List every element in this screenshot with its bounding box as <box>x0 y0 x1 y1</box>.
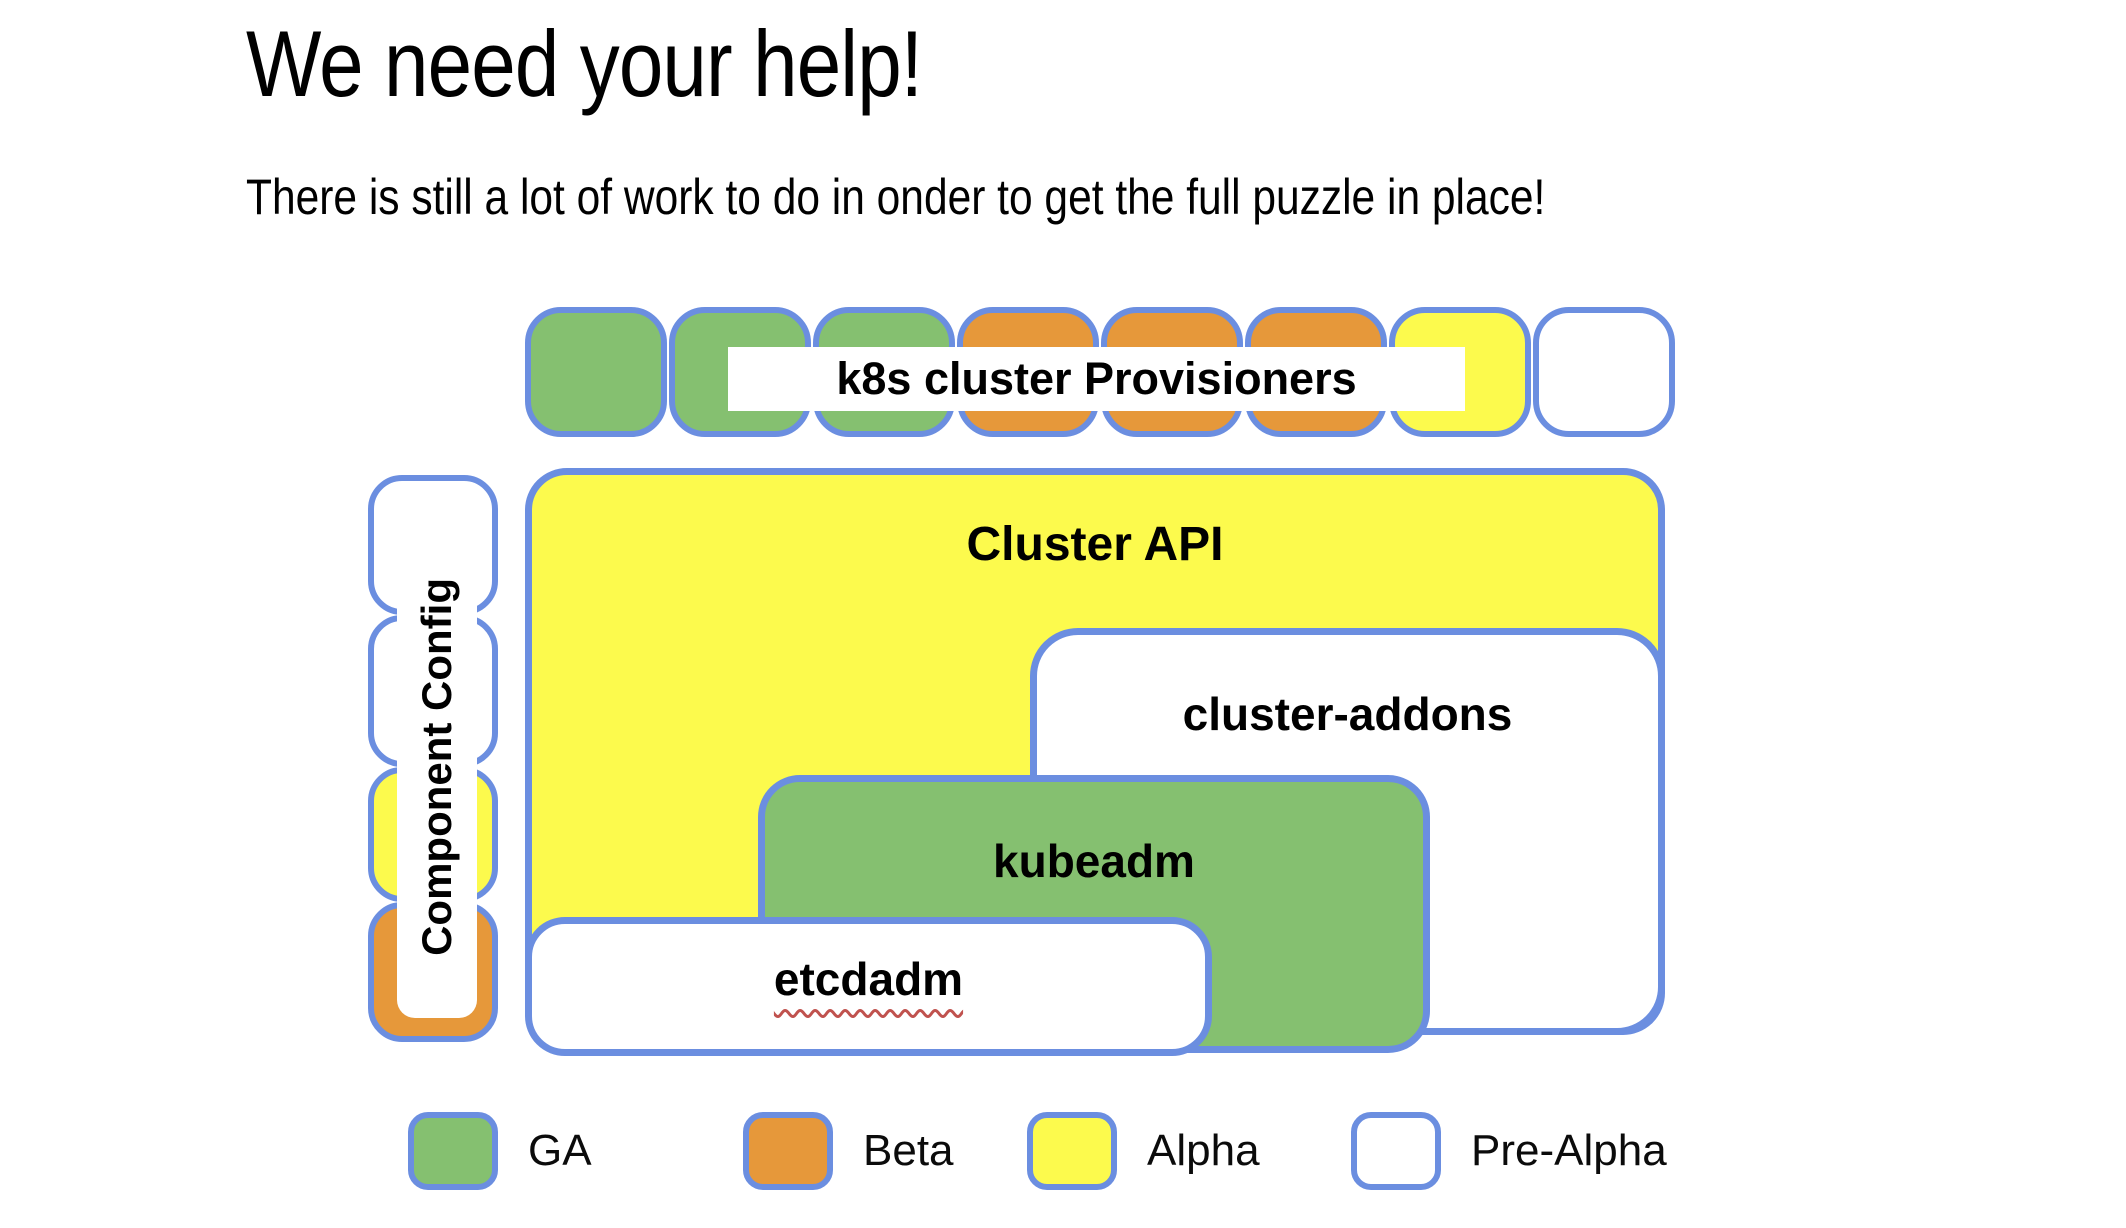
legend-swatch-alpha <box>1027 1112 1117 1190</box>
component-config-label-box: Component Config <box>397 515 477 1018</box>
legend-item-alpha: Alpha <box>1027 1112 1260 1190</box>
legend-item-beta: Beta <box>743 1112 954 1190</box>
legend-label: Alpha <box>1147 1126 1260 1175</box>
provisioners-label-bar: k8s cluster Provisioners <box>728 347 1465 411</box>
legend-swatch-beta <box>743 1112 833 1190</box>
legend-swatch-ga <box>408 1112 498 1190</box>
cluster-api-label: Cluster API <box>966 518 1224 571</box>
provisioner-cell-8 <box>1533 307 1675 437</box>
legend-label: Pre-Alpha <box>1471 1126 1667 1175</box>
etcdadm-box: etcdadm <box>525 917 1212 1056</box>
legend-label: Beta <box>863 1126 954 1175</box>
etcdadm-label-text: etcdadm <box>773 953 964 1005</box>
provisioners-label: k8s cluster Provisioners <box>836 353 1357 404</box>
kubeadm-label: kubeadm <box>993 835 1195 887</box>
component-config-label: Component Config <box>413 577 460 956</box>
legend-item-pre-alpha: Pre-Alpha <box>1351 1112 1667 1190</box>
etcdadm-label: etcdadm <box>532 952 1205 1006</box>
page-subtitle: There is still a lot of work to do in on… <box>246 169 1546 225</box>
legend-item-ga: GA <box>408 1112 592 1190</box>
legend-swatch-prealpha <box>1351 1112 1441 1190</box>
page-title: We need your help! <box>246 11 923 116</box>
provisioner-cell-1 <box>525 307 667 437</box>
cluster-addons-label: cluster-addons <box>1182 688 1513 740</box>
legend-label: GA <box>528 1126 592 1175</box>
